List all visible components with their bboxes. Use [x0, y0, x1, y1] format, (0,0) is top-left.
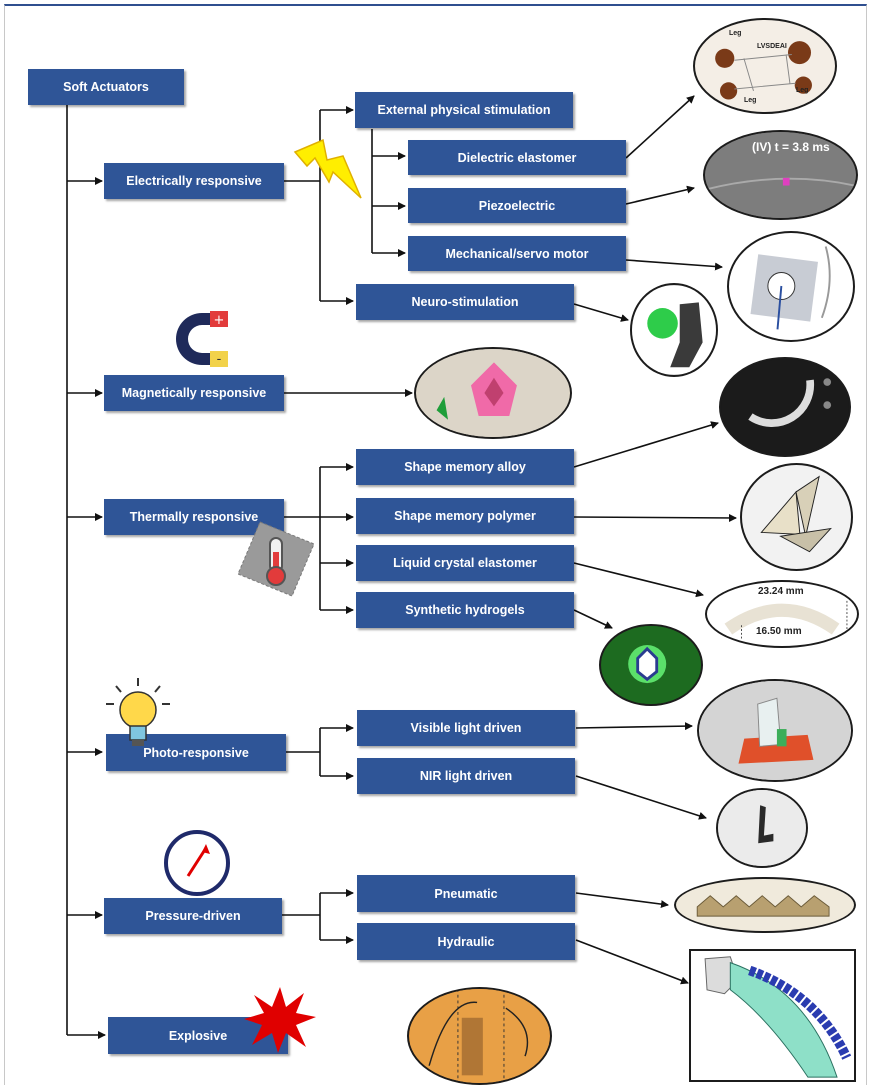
label-time: (IV) t = 3.8 ms	[752, 140, 830, 154]
node-dielectric-elastomer: Dielectric elastomer	[408, 140, 626, 175]
node-piezoelectric: Piezoelectric	[408, 188, 626, 223]
node-visible-light-driven: Visible light driven	[357, 710, 575, 746]
figure-frame	[4, 4, 867, 1085]
node-synthetic-hydrogels: Synthetic hydrogels	[356, 592, 574, 628]
node-neuro-stimulation: Neuro-stimulation	[356, 284, 574, 320]
image-liquid-crystal-elastomer	[705, 580, 859, 648]
image-synthetic-hydrogel	[599, 624, 703, 706]
node-external-physical-stimulation: External physical stimulation	[355, 92, 573, 128]
image-shape-memory-polymer-crane	[740, 463, 853, 571]
pressure-gauge-icon	[162, 828, 232, 898]
label-leg-right: Leg	[796, 87, 809, 94]
image-pneumatic	[674, 877, 856, 933]
node-pneumatic: Pneumatic	[357, 875, 575, 912]
node-shape-memory-polymer: Shape memory polymer	[356, 498, 574, 534]
node-mechanical-servo-motor: Mechanical/servo motor	[408, 236, 626, 271]
svg-text:-: -	[217, 352, 222, 367]
label-lvsdeai: LVSDEAI	[757, 43, 787, 50]
svg-text:+: +	[214, 313, 225, 328]
image-piezoelectric	[703, 130, 858, 220]
category-thermally-responsive: Thermally responsive	[104, 499, 284, 535]
magnet-icon: + -	[160, 305, 236, 371]
node-hydraulic: Hydraulic	[357, 923, 575, 960]
label-dim-bottom: 16.50 mm	[756, 626, 802, 637]
thermometer-icon	[236, 520, 316, 598]
category-magnetically-responsive: Magnetically responsive	[104, 375, 284, 411]
lightning-icon	[293, 138, 363, 206]
node-liquid-crystal-elastomer: Liquid crystal elastomer	[356, 545, 574, 581]
label-dim-top: 23.24 mm	[758, 586, 804, 597]
label-leg-bottom: Leg	[744, 97, 757, 104]
light-bulb-icon	[104, 676, 172, 750]
explosion-icon	[242, 985, 318, 1055]
image-neuro-stimulation-hand	[630, 283, 718, 377]
image-servo-motor	[727, 231, 855, 342]
image-hydraulic	[689, 949, 856, 1082]
image-nir-light-driven	[716, 788, 808, 868]
image-explosive	[407, 987, 552, 1085]
image-dielectric-elastomer-robot	[693, 18, 837, 114]
node-nir-light-driven: NIR light driven	[357, 758, 575, 794]
image-visible-light-driven	[697, 679, 853, 782]
category-electrically-responsive: Electrically responsive	[104, 163, 284, 199]
node-shape-memory-alloy: Shape memory alloy	[356, 449, 574, 485]
image-shape-memory-alloy	[719, 357, 851, 457]
label-leg-top: Leg	[729, 30, 742, 37]
root-node-soft-actuators: Soft Actuators	[28, 69, 184, 105]
category-pressure-driven: Pressure-driven	[104, 898, 282, 934]
image-magnetic-flower	[414, 347, 572, 439]
